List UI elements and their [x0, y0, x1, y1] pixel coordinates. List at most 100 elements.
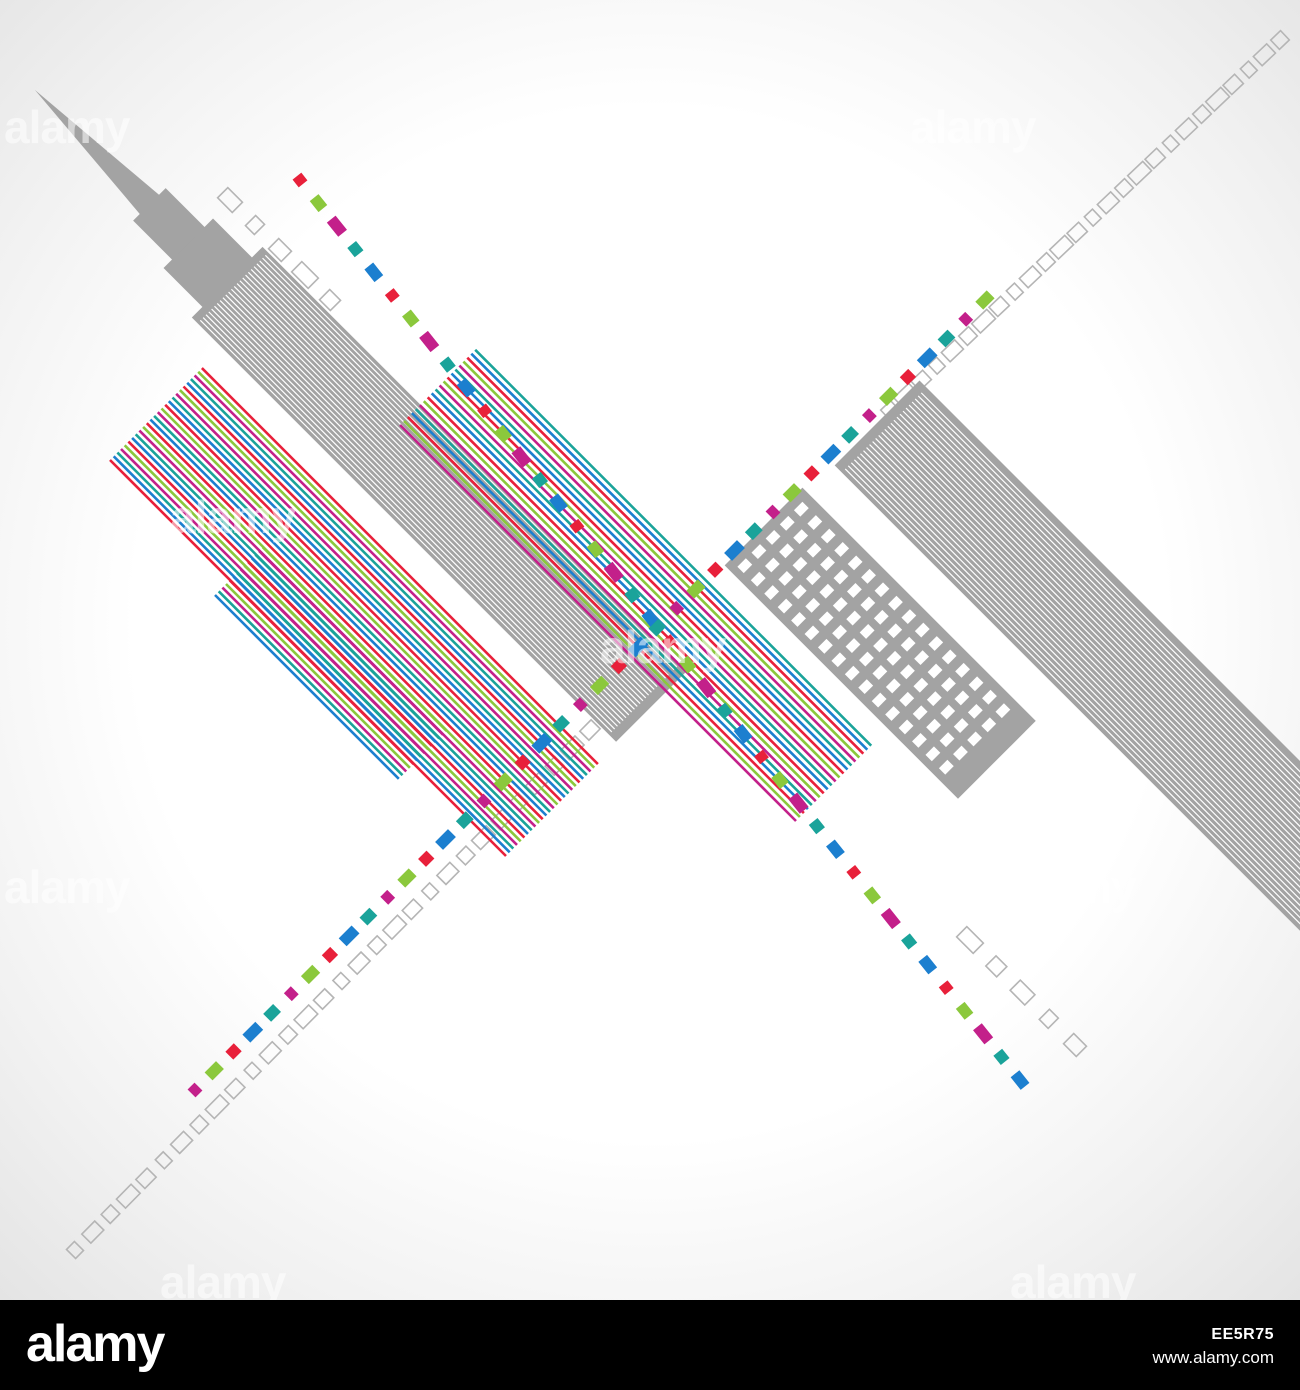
mid-building-window: [807, 515, 823, 530]
stripe-line: [454, 368, 853, 767]
office-stripe: [866, 447, 1300, 1043]
mid-building-window: [817, 638, 833, 654]
color-square: [754, 749, 769, 765]
mid-building-window: [820, 556, 835, 572]
office-stripe: [884, 428, 1300, 1024]
color-square: [572, 697, 588, 713]
color-square: [347, 241, 364, 258]
color-square: [338, 925, 360, 947]
outline-square: [277, 1024, 299, 1046]
color-square: [648, 618, 667, 637]
color-square: [493, 772, 513, 792]
stripe-line: [438, 384, 837, 783]
mid-building-window: [940, 704, 956, 720]
office-stripe: [872, 441, 1300, 1036]
office-stripe: [893, 419, 1300, 1015]
color-square: [380, 889, 396, 905]
mid-building-window: [872, 665, 888, 680]
color-square: [359, 907, 378, 926]
mid-building-window: [901, 609, 917, 625]
outline-square: [1204, 86, 1231, 113]
tower-stripe: [236, 283, 650, 696]
office-stripe: [899, 413, 1300, 1009]
outline-square: [1083, 207, 1103, 228]
stripe-line: [243, 564, 430, 751]
mid-building-window: [914, 650, 929, 666]
office-stripe: [905, 407, 1300, 1003]
mid-building-window: [750, 571, 766, 587]
stripe-line: [200, 367, 599, 766]
stripe-line: [232, 575, 419, 762]
color-square: [808, 818, 825, 835]
mid-building-window: [953, 745, 968, 761]
color-square: [716, 702, 733, 719]
mid-building-window: [898, 719, 914, 735]
mid-building-window: [793, 501, 809, 517]
color-square: [531, 471, 549, 489]
mid-building-window: [928, 636, 944, 651]
spire-tower-icon: [34, 89, 687, 742]
mid-building-window: [927, 663, 943, 679]
stripe-line: [470, 352, 869, 751]
office-stripe: [869, 444, 1300, 1039]
stripe-line: [474, 348, 873, 747]
color-square: [661, 634, 677, 649]
mid-building-window: [831, 652, 847, 668]
mid-building-window: [806, 542, 822, 558]
stripe-line: [167, 400, 566, 799]
color-square: [292, 172, 308, 188]
outline-square: [955, 925, 985, 955]
mid-building-window: [832, 597, 848, 613]
footer-meta: EE5R75 www.alamy.com: [1152, 1326, 1274, 1368]
office-stripe: [863, 450, 1300, 1046]
outline-square: [318, 288, 342, 312]
color-square: [696, 677, 717, 699]
outline-square: [970, 308, 997, 335]
color-square: [724, 540, 745, 561]
outline-square: [115, 1183, 142, 1210]
office-body: [834, 380, 1300, 1074]
stripe-line: [175, 392, 574, 791]
stripe-line: [186, 381, 585, 780]
color-square: [899, 368, 917, 386]
tower-stripe: [214, 305, 627, 719]
mid-building-window: [791, 584, 807, 600]
color-square: [455, 811, 474, 830]
stripe-line: [228, 579, 415, 766]
mid-building-window: [861, 568, 876, 584]
outline-square: [470, 824, 497, 851]
stripe-line: [462, 360, 861, 759]
tower-stripe: [219, 300, 633, 713]
color-square: [993, 1048, 1010, 1066]
skyline-graphic: [34, 29, 1300, 1260]
color-square: [187, 1082, 203, 1098]
outline-square: [1096, 190, 1121, 215]
mid-building-window: [967, 731, 983, 747]
office-stripe: [896, 416, 1300, 1012]
mid-building-window: [765, 529, 781, 545]
tower-stripe: [225, 294, 638, 707]
mid-building-window: [818, 611, 834, 627]
color-square: [678, 655, 697, 674]
color-square: [384, 288, 400, 303]
stripe-line: [422, 400, 821, 799]
stripe-line: [236, 571, 422, 758]
mid-building-window: [847, 555, 863, 571]
office-stripe: [917, 395, 1300, 991]
color-square: [402, 309, 420, 328]
outline-square: [366, 934, 388, 956]
color-square: [788, 792, 809, 814]
office-stripe: [856, 456, 1300, 1052]
stripe-line: [156, 411, 555, 810]
outline-square: [1269, 29, 1291, 51]
outline-square: [1038, 1008, 1060, 1030]
office-stripe: [887, 425, 1300, 1021]
color-square: [283, 986, 299, 1002]
mid-building-window: [834, 542, 850, 557]
color-square: [326, 215, 347, 237]
alamy-logo: alamy: [26, 1315, 165, 1373]
tower-stripe: [222, 297, 635, 710]
stripe-line: [434, 388, 833, 787]
color-square: [419, 330, 440, 353]
outline-square: [435, 861, 461, 886]
